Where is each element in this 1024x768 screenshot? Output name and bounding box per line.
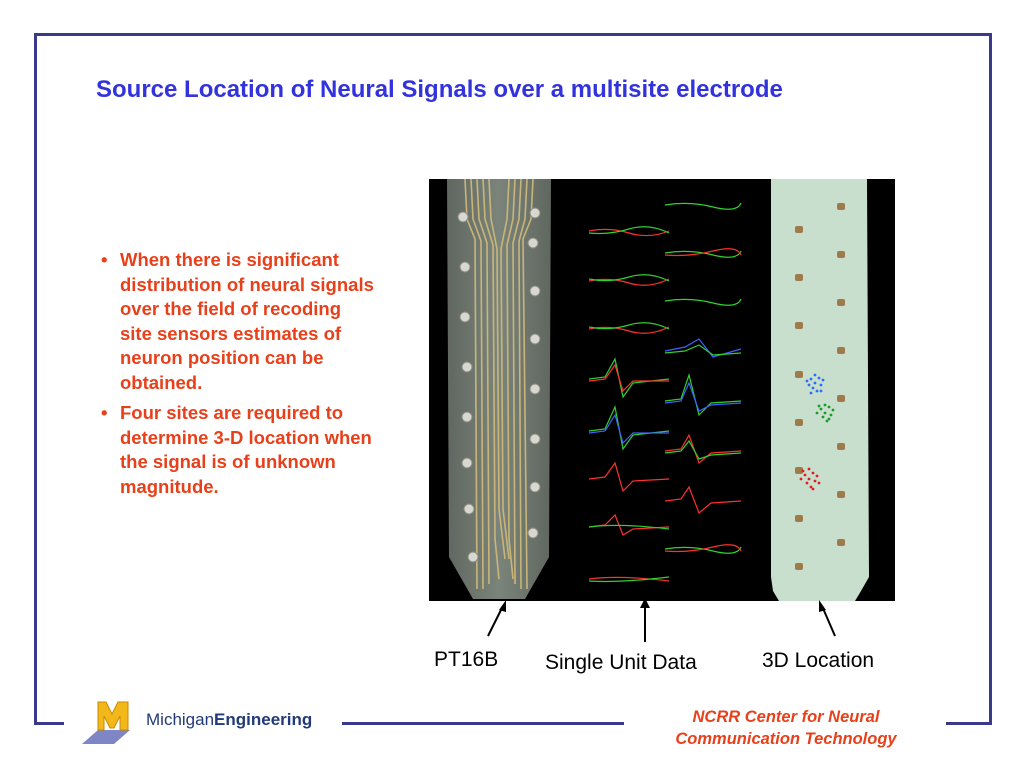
arrow-3d-location (821, 605, 836, 637)
bullet-item: When there is significant distribution o… (98, 248, 376, 395)
slide-title: Source Location of Neural Signals over a… (96, 76, 783, 103)
red-neuron-cluster (799, 467, 821, 491)
footer-center-line: NCRR Center for Neural (692, 708, 880, 726)
frame-right-border (989, 33, 992, 725)
caption-pt16b: PT16B (434, 648, 499, 671)
caption-3d-location: 3D Location (762, 649, 875, 672)
caption-single-unit-data: Single Unit Data (545, 651, 697, 674)
3d-location-panel (767, 179, 895, 601)
frame-left-border (34, 33, 37, 725)
electrode-photo (429, 179, 569, 601)
footer-center-name: NCRR Center for Neural Communication Tec… (636, 706, 936, 750)
single-unit-data-panel (566, 179, 771, 601)
brand-bold: Engineering (214, 710, 313, 729)
frame-bottom-border (342, 722, 624, 725)
footer-center-line: Communication Technology (675, 730, 897, 748)
frame-bottom-border (34, 722, 64, 725)
arrow-pt16b (487, 605, 504, 637)
frame-top-border (34, 33, 992, 36)
brand-wordmark: MichiganEngineering (146, 710, 312, 730)
frame-bottom-border (946, 722, 992, 725)
brand-regular: Michigan (146, 710, 215, 729)
green-neuron-cluster (815, 403, 835, 423)
bullet-list: When there is significant distribution o… (98, 248, 376, 505)
university-logo (82, 701, 130, 744)
electrode-figure (429, 179, 895, 601)
blue-neuron-cluster (805, 373, 825, 395)
bullet-item: Four sites are required to determine 3-D… (98, 401, 376, 499)
caption-arrows (487, 598, 836, 642)
